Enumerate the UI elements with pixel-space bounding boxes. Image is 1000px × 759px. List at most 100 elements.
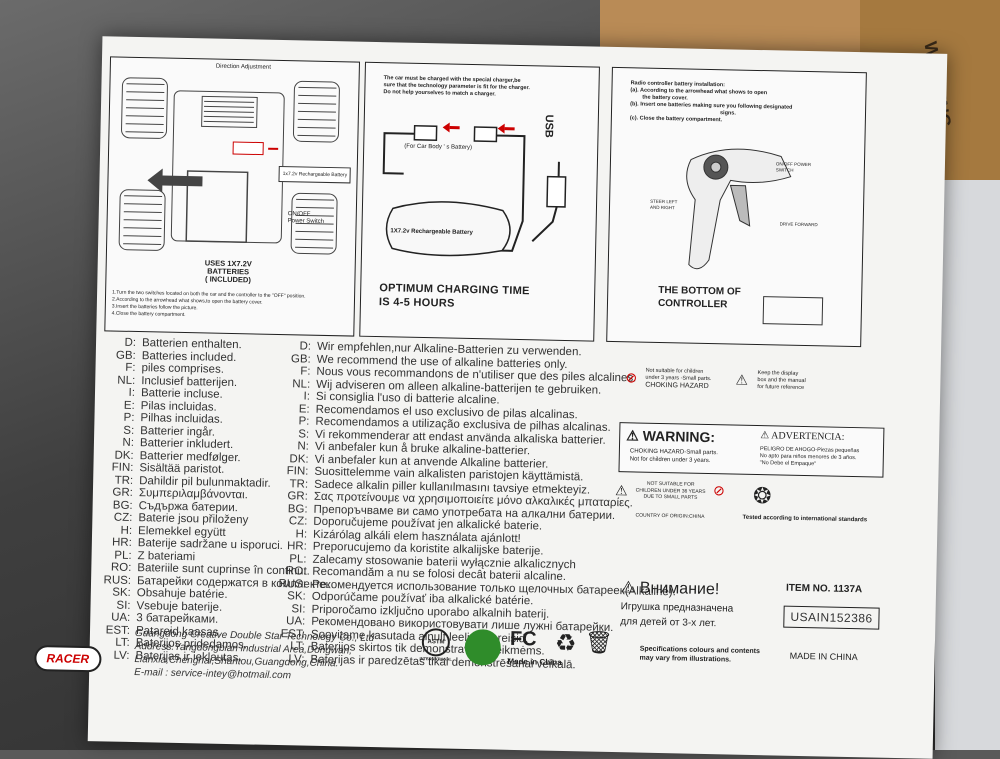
tested-standards: Tested according to international standa… bbox=[742, 515, 867, 524]
language-text: Elemekkel együtt bbox=[138, 525, 226, 539]
russian-text: Игрушка предназначена для детей от 3-х л… bbox=[620, 599, 733, 631]
bottom-of-controller: THE BOTTOM OF CONTROLLER bbox=[658, 284, 741, 312]
keep-box-notice: Keep the display box and the manual for … bbox=[757, 370, 806, 392]
language-code: HR: bbox=[92, 536, 138, 549]
language-code: EST: bbox=[90, 624, 136, 637]
language-code: SI: bbox=[265, 602, 311, 615]
product-box-back: Direction Adjustment USES 1X7.2V bbox=[88, 36, 948, 759]
language-code: TR: bbox=[268, 477, 314, 490]
language-code: DK: bbox=[94, 449, 140, 462]
background-table bbox=[935, 180, 1000, 750]
language-code: RUS: bbox=[91, 574, 137, 587]
switch-label: ON/OFF Power Switch bbox=[288, 211, 325, 226]
label-drive: DRIVE FORWARD bbox=[780, 221, 820, 228]
car-battery-panel: Direction Adjustment USES 1X7.2V bbox=[104, 56, 360, 336]
language-text: Batterier ingår. bbox=[140, 425, 215, 439]
made-in-china: MADE IN CHINA bbox=[790, 651, 858, 662]
language-code: D: bbox=[271, 340, 317, 353]
language-code: UA: bbox=[265, 615, 311, 628]
language-text: piles comprises. bbox=[141, 362, 224, 376]
language-code: PL: bbox=[91, 549, 137, 562]
russian-title: ⚠ Внимание! bbox=[621, 577, 720, 599]
warning-box: ⚠ WARNING: CHOKING HAZARD-Small parts. N… bbox=[618, 422, 884, 478]
language-text: Batterie incluse. bbox=[141, 387, 223, 401]
item-number: ITEM NO. 1137A bbox=[786, 583, 862, 596]
charging-time: OPTIMUM CHARGING TIME IS 4-5 HOURS bbox=[379, 281, 530, 312]
language-code: F: bbox=[270, 365, 316, 378]
language-code: BG: bbox=[93, 499, 139, 512]
fc-logo: FC bbox=[510, 628, 537, 652]
language-code: CZ: bbox=[92, 511, 138, 524]
language-code: SI: bbox=[90, 599, 136, 612]
conformity-mark-icon: ❂ bbox=[753, 483, 772, 509]
charger-notice: The car must be charged with the special… bbox=[383, 75, 530, 99]
language-code: I: bbox=[270, 390, 316, 403]
language-code: LT: bbox=[90, 636, 136, 649]
label-power-switch: ON/OFF POWER SWITCH bbox=[776, 161, 826, 174]
no-children-icon: ⊘ bbox=[625, 369, 637, 386]
language-code: H: bbox=[267, 527, 313, 540]
language-text: 3 батарейками. bbox=[136, 612, 218, 626]
arrow-left-icon bbox=[147, 168, 202, 193]
company-info: Guangdong Creative Double Star Technolog… bbox=[134, 627, 374, 684]
caution-triangle-icon: ⚠ bbox=[735, 372, 748, 389]
language-code: N: bbox=[269, 440, 315, 453]
language-code: E: bbox=[270, 402, 316, 415]
language-code: FIN: bbox=[268, 465, 314, 478]
warning-text: CHOKING HAZARD-Small parts. Not for chil… bbox=[630, 447, 718, 465]
language-code: F: bbox=[95, 361, 141, 374]
language-code: I: bbox=[95, 386, 141, 399]
weee-bin-icon: 🗑 bbox=[585, 629, 613, 656]
language-code: GR: bbox=[268, 490, 314, 503]
made-in-china-logo: Made in China bbox=[507, 657, 561, 667]
language-code: CZ: bbox=[267, 515, 313, 528]
language-code: PL: bbox=[266, 552, 312, 565]
language-code: P: bbox=[269, 415, 315, 428]
language-code: SK: bbox=[266, 590, 312, 603]
spec-disclaimer: Specifications colours and contents may … bbox=[639, 645, 760, 666]
language-code: S: bbox=[94, 424, 140, 437]
controller-panel: Radio controller battery installation: (… bbox=[606, 67, 867, 347]
warning-title: ⚠ WARNING: bbox=[626, 427, 715, 446]
small-parts-notice: Not suitable for children under 3 years … bbox=[645, 368, 711, 390]
language-code: GB: bbox=[96, 349, 142, 362]
no-children-icon-2: ⊘ bbox=[713, 482, 725, 499]
language-code: P: bbox=[94, 411, 140, 424]
language-code: GB: bbox=[271, 352, 317, 365]
battery-compartment-icon bbox=[763, 296, 824, 325]
language-code: E: bbox=[95, 399, 141, 412]
language-code: TR: bbox=[93, 474, 139, 487]
charger-diagram bbox=[372, 108, 590, 262]
racer-logo: RACER bbox=[34, 645, 101, 672]
language-code: FIN: bbox=[93, 461, 139, 474]
charger-panel: The car must be charged with the special… bbox=[359, 62, 600, 342]
language-text: Vsebuje baterije. bbox=[136, 600, 222, 614]
label-steer: STEER LEFT AND RIGHT bbox=[650, 199, 680, 212]
language-code: RUS: bbox=[266, 577, 312, 590]
language-text: Pilas incluidas. bbox=[141, 400, 217, 414]
language-code: N: bbox=[94, 436, 140, 449]
battery-pack-label: 1x7.2v Rechargeable Battery bbox=[278, 166, 351, 184]
astm-logo: ASTM INTERNATIONAL bbox=[419, 628, 452, 662]
not-suitable-notice: NOT SUITABLE FOR CHILDREN UNDER 36 YEARS… bbox=[632, 480, 708, 520]
language-code: SK: bbox=[91, 586, 137, 599]
right-language-list: D:Wir empfehlen,nur Alkaline-Batterien z… bbox=[264, 340, 601, 672]
language-code: H: bbox=[92, 524, 138, 537]
sku-badge: USAIN152386 bbox=[783, 606, 880, 630]
controller-steps: Radio controller battery installation: (… bbox=[630, 80, 793, 125]
controller-diagram bbox=[669, 139, 812, 282]
advertencia-text: PELIGRO DE AHOGO-Piezas pequeñas No apto… bbox=[760, 446, 860, 469]
recycle-icon: ♻ bbox=[555, 629, 577, 658]
language-code: S: bbox=[269, 427, 315, 440]
car-steps: 1.Turn the two switches located on both … bbox=[112, 289, 306, 321]
language-code: HR: bbox=[267, 540, 313, 553]
battery-spec: USES 1X7.2V BATTERIES ( INCLUDED) bbox=[204, 259, 252, 284]
language-code: NL: bbox=[270, 377, 316, 390]
language-code: RO: bbox=[91, 561, 137, 574]
advertencia-title: ⚠ ADVERTENCIA: bbox=[760, 430, 844, 443]
language-code: NL: bbox=[95, 374, 141, 387]
language-code: RO: bbox=[266, 565, 312, 578]
language-text: Z bateriami bbox=[137, 550, 195, 563]
warning-triangle-icon: ⚠ bbox=[615, 482, 628, 499]
language-code: DK: bbox=[269, 452, 315, 465]
